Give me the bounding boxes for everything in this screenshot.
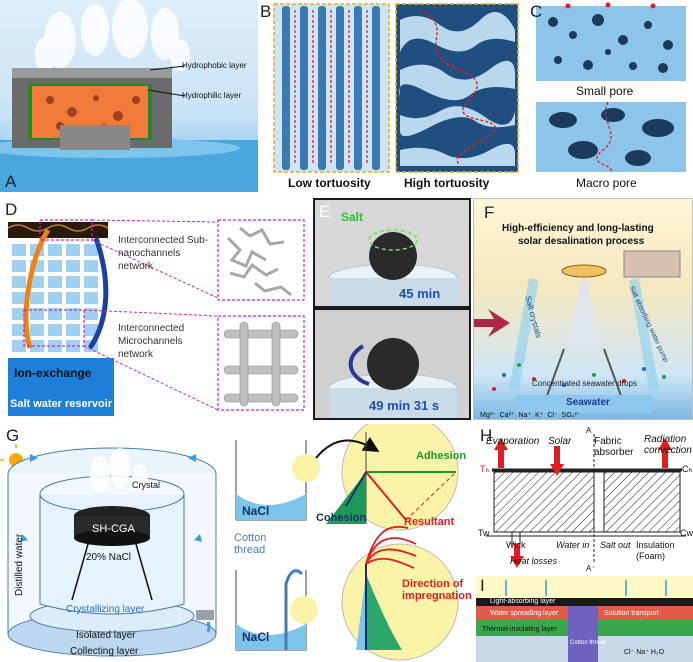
hydrophobic-layer-label: Hydrophobic layer (182, 61, 247, 70)
f-title-line1: High-efficiency and long-lasting (502, 223, 654, 234)
water-spreading-label: Water spreading layer (490, 610, 559, 617)
nacl-label-1: NaCl (242, 504, 270, 518)
panel-i-label: I (480, 576, 485, 595)
cotton-thread-i-label: Cotton thread (570, 640, 607, 646)
light-absorbing-label: Light-absorbing layer (490, 598, 556, 605)
panel-g-mechanism: NaCl Adhesion Cohesion Resultant Cotton … (226, 424, 476, 662)
sh-cga-label: SH-CGA (92, 523, 135, 535)
ions-i-label: Cl⁻ Na⁺ H₂O (624, 649, 665, 656)
crystallizing-layer-label: Crystallizing layer (66, 604, 145, 615)
ion-cl: Cl⁻ (547, 412, 558, 419)
panel-f: F High-efficiency and long-lasting solar… (473, 198, 693, 420)
crystal-label: Crystal (132, 480, 161, 490)
ion-mg: Mg²⁺ (480, 412, 496, 419)
hydrophilic-layer-label: Hydrophilic layer (182, 91, 242, 100)
cohesion-label: Cohesion (316, 512, 367, 524)
panel-h: H Evaporation Solar Fabric absorber Radi… (476, 424, 693, 574)
wick-label: Wick (506, 540, 526, 550)
salt-label: Salt (341, 210, 364, 224)
panel-e-photos (315, 200, 469, 418)
isolated-layer-label: Isolated layer (76, 630, 136, 641)
resultant-label: Resultant (404, 516, 455, 528)
seawater-label: Seawater (566, 397, 610, 408)
panel-e: E Salt 45 min 49 min 31 s (313, 198, 471, 420)
ch-label: Cₕ (682, 464, 693, 474)
ion-exchange-label: Ion-exchange (14, 366, 92, 380)
ion-ca: Ca²⁺ (499, 412, 515, 419)
distilled-water-label: Distilled water (14, 533, 25, 596)
panel-b-label: B (260, 2, 272, 21)
panel-h-illustration (486, 434, 686, 568)
solution-transport-label: Solution transport (604, 610, 659, 617)
thermal-insulating-label: Thermal-insulating layer (482, 626, 557, 633)
panel-c-illustration (536, 2, 686, 173)
direction-impregnation-label: Direction of impregnation (402, 578, 472, 602)
panel-i: I Light-absorbing layer Water spreading … (476, 576, 693, 662)
f-ions-legend: Mg²⁺ Ca²⁺ Na⁺ K⁺ Cl⁻ SO₄²⁻ (480, 411, 581, 419)
low-tortuosity-label: Low tortuosity (288, 176, 371, 190)
heat-losses-label: Heat losses (510, 556, 558, 566)
nacl-label-2: NaCl (242, 630, 270, 644)
panel-d: D Interconnec (0, 198, 311, 420)
panel-c-label: C (530, 2, 543, 21)
panel-b-illustration (273, 3, 519, 173)
panel-i-illustration (476, 576, 693, 662)
panel-h-label: H (480, 426, 493, 445)
fabric-absorber-label: Fabric absorber (594, 436, 634, 458)
panel-g-mechanism-illustration (235, 424, 459, 661)
high-tortuosity-label: High tortuosity (404, 176, 490, 190)
cw-label: Cw (680, 528, 693, 538)
panel-d-illustration (7, 219, 305, 416)
salt-water-reservoir-label: Salt water reservoir (10, 398, 113, 410)
water-in-label: Water in (556, 540, 590, 550)
time-49min-label: 49 min 31 s (369, 398, 440, 413)
panel-c: C Small pore Macro pore (528, 0, 693, 192)
panel-a: A Hydrophobic layer Hydrophilic layer (0, 0, 258, 192)
insulation-label: Insulation (Foam) (636, 540, 675, 561)
panel-g-label: G (6, 426, 20, 445)
tw-label: Tw (478, 528, 490, 538)
adhesion-label: Adhesion (416, 450, 467, 462)
collecting-layer-label: Collecting layer (70, 646, 139, 657)
macro-pore-label: Macro pore (576, 176, 637, 190)
ion-k: K⁺ (535, 412, 544, 419)
sub-nanochannels-label: Interconnected Sub-nanochannels network (118, 235, 209, 272)
panel-d-label: D (5, 200, 18, 219)
time-45min-label: 45 min (399, 286, 441, 301)
ion-so4: SO₄²⁻ (561, 412, 581, 419)
panel-f-illustration (474, 250, 681, 413)
panel-a-label: A (5, 172, 17, 191)
th-label: Tₕ (480, 464, 490, 474)
radiation-convection-label: Radiation convection (644, 434, 692, 456)
panel-b: B Low tortuosity High tortuosity (260, 0, 526, 192)
panel-e-label: E (319, 202, 331, 221)
solar-label: Solar (548, 436, 572, 447)
panel-g-illustration (0, 444, 217, 657)
microchannels-label: Interconnected Microchannels network (118, 323, 185, 360)
evaporation-label: Evaporation (486, 436, 540, 447)
panel-g: G Crystal SH-CGA Distilled water 20% NaC… (0, 424, 224, 662)
ion-na: Na⁺ (518, 412, 532, 419)
a-bottom-label: A⁻ (586, 564, 596, 573)
a-top-label: A (586, 426, 592, 435)
concentrated-drops-label: Concentrated seawater drops (532, 379, 637, 388)
panel-a-illustration (0, 0, 258, 192)
cotton-thread-label: Cotton thread (234, 532, 267, 556)
nacl-20-label: 20% NaCl (86, 552, 132, 563)
salt-out-label: Salt out (600, 540, 631, 550)
panel-f-label: F (484, 203, 495, 222)
f-title-line2: solar desalination process (518, 236, 645, 247)
small-pore-label: Small pore (576, 84, 634, 98)
